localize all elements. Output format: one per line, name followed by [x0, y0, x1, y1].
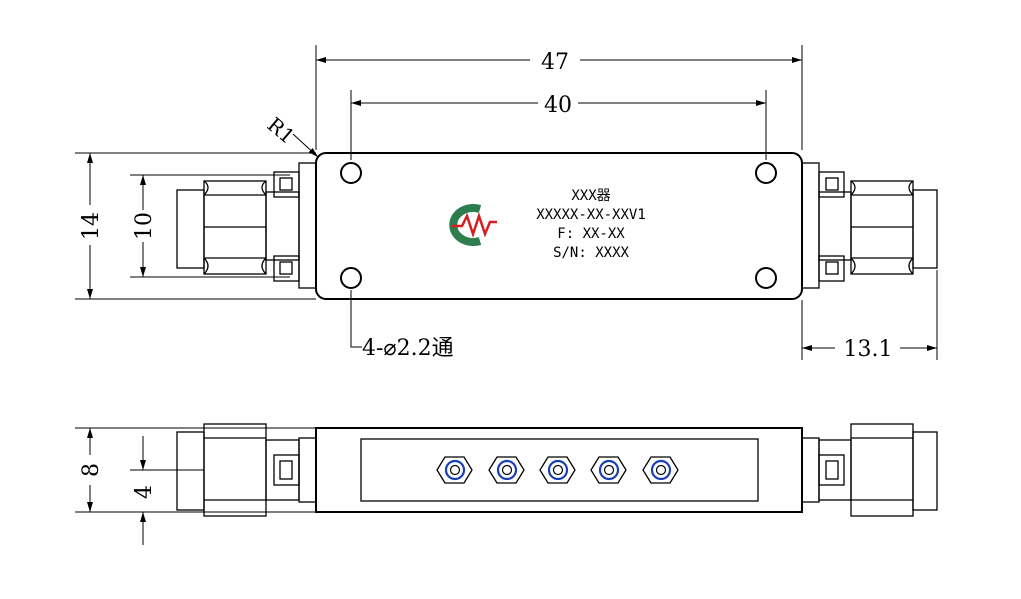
mounting-hole [755, 267, 777, 289]
dim-height-outer: 14 [79, 212, 104, 240]
side-view: 8 4 [75, 423, 938, 545]
label-line-3: F: XX-XX [557, 226, 625, 242]
mounting-hole [755, 162, 777, 184]
dim-holes-spec: 4-⌀2.2通 [362, 336, 454, 361]
top-view: 47 40 R1 4-⌀2.2通 [75, 45, 938, 362]
label-line-4: S/N: XXXX [553, 245, 629, 261]
dim-hole-spacing: 40 [544, 93, 572, 118]
left-connector [176, 162, 317, 289]
dim-side-offset: 4 [132, 485, 157, 499]
feedthrough-port-icon [436, 456, 473, 484]
dim-overall-length: 47 [541, 50, 569, 75]
feedthrough-port-icon [590, 456, 627, 484]
dim-corner-radius: R1 [263, 112, 300, 148]
mounting-hole [340, 162, 362, 184]
label-line-2: XXXXX-XX-XXV1 [536, 207, 646, 223]
mounting-hole [340, 267, 362, 289]
dim-height-inner: 10 [132, 212, 157, 240]
label-line-1: XXX器 [571, 188, 610, 204]
right-connector [801, 162, 938, 289]
feedthrough-port-icon [488, 456, 525, 484]
side-body [315, 427, 803, 513]
dim-connector-length: 13.1 [844, 337, 893, 362]
dim-side-height: 8 [79, 463, 104, 477]
company-logo-icon [449, 204, 497, 246]
feedthrough-port-icon [642, 456, 679, 484]
feedthrough-port-icon [539, 456, 576, 484]
